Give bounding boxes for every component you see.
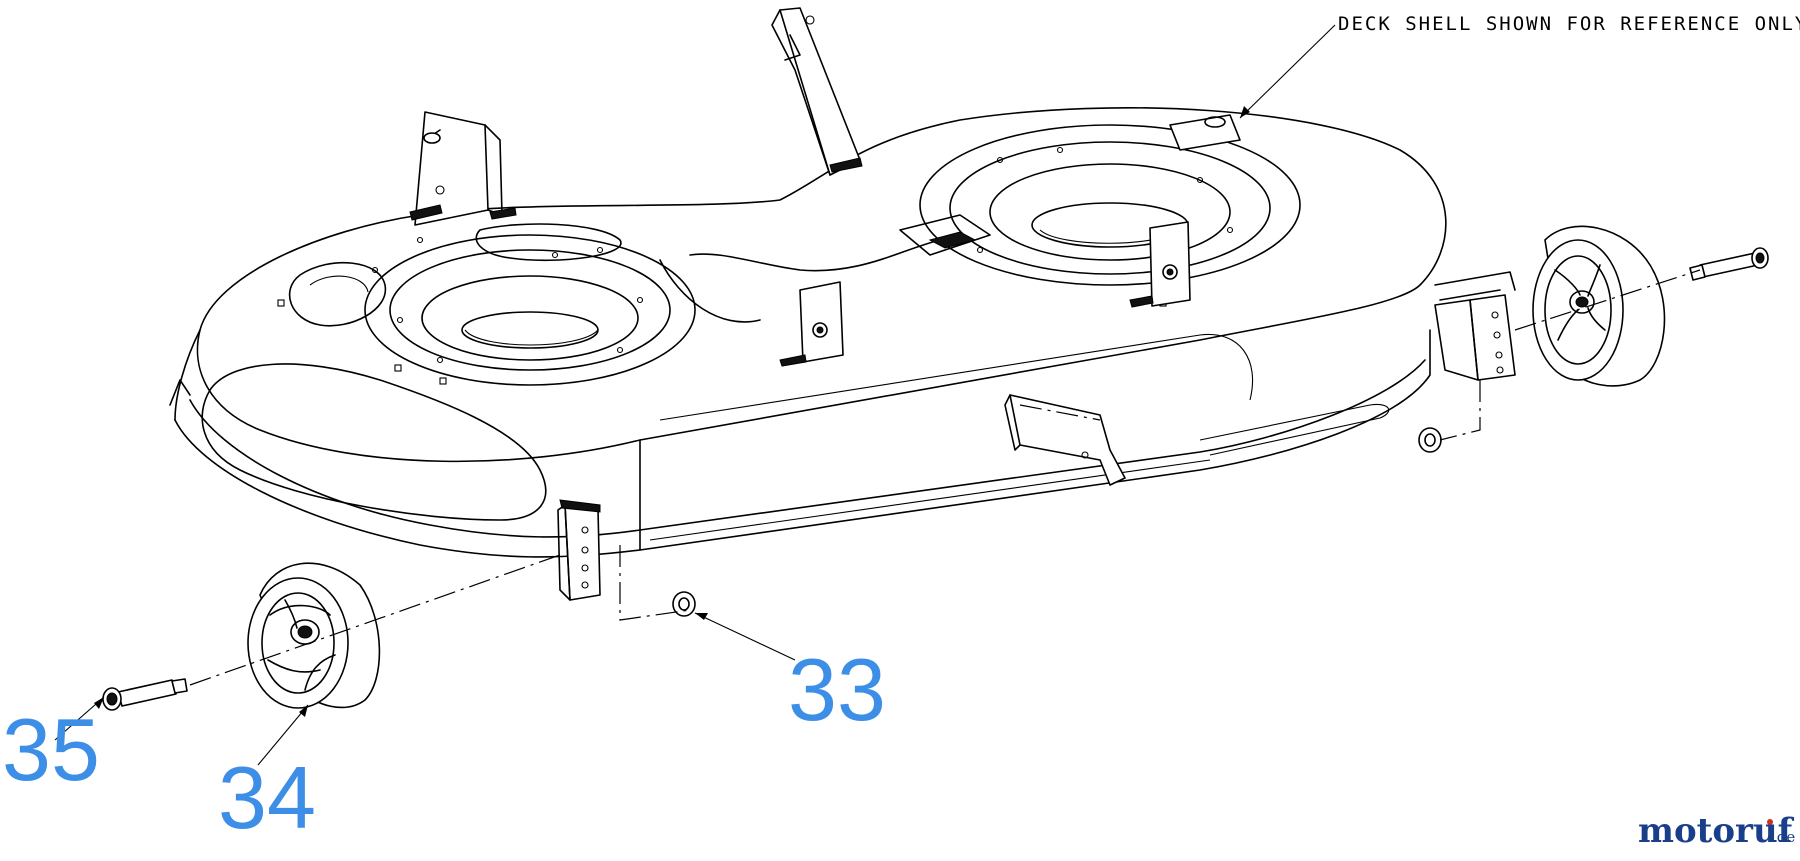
callout-33: 33: [788, 640, 886, 739]
gauge-wheel-34: [247, 562, 381, 709]
left-wheel-bracket: [557, 499, 601, 601]
watermark-dot: [1767, 819, 1773, 825]
gauge-wheel-right: [1532, 225, 1666, 387]
shoulder-bolt-right: [1689, 247, 1769, 281]
watermark-suffix: .de: [1772, 828, 1795, 846]
flange-nut-right: [1418, 427, 1442, 453]
rear-right-bracket: [771, 7, 863, 176]
deck-shell: [169, 7, 1516, 601]
watermark-logo: motoruf .de: [1638, 811, 1795, 851]
callout-34: 34: [218, 748, 316, 847]
reference-note: DECK SHELL SHOWN FOR REFERENCE ONLY: [1338, 13, 1800, 35]
callout-35: 35: [2, 700, 100, 799]
flange-nut-33: [672, 591, 696, 617]
shoulder-bolt-35: [102, 678, 188, 711]
front-baffle: [1004, 394, 1126, 486]
right-hanger-bracket: [1129, 221, 1191, 308]
svg-text:motoruf: motoruf: [1638, 811, 1795, 851]
watermark-main: motoruf: [1638, 811, 1795, 851]
center-hanger-bracket: [779, 281, 844, 367]
rear-left-bracket: [409, 111, 517, 226]
right-wheel-bracket: [1434, 271, 1516, 381]
assembly-lines: [189, 269, 1701, 686]
leader-lines: [54, 24, 1336, 766]
